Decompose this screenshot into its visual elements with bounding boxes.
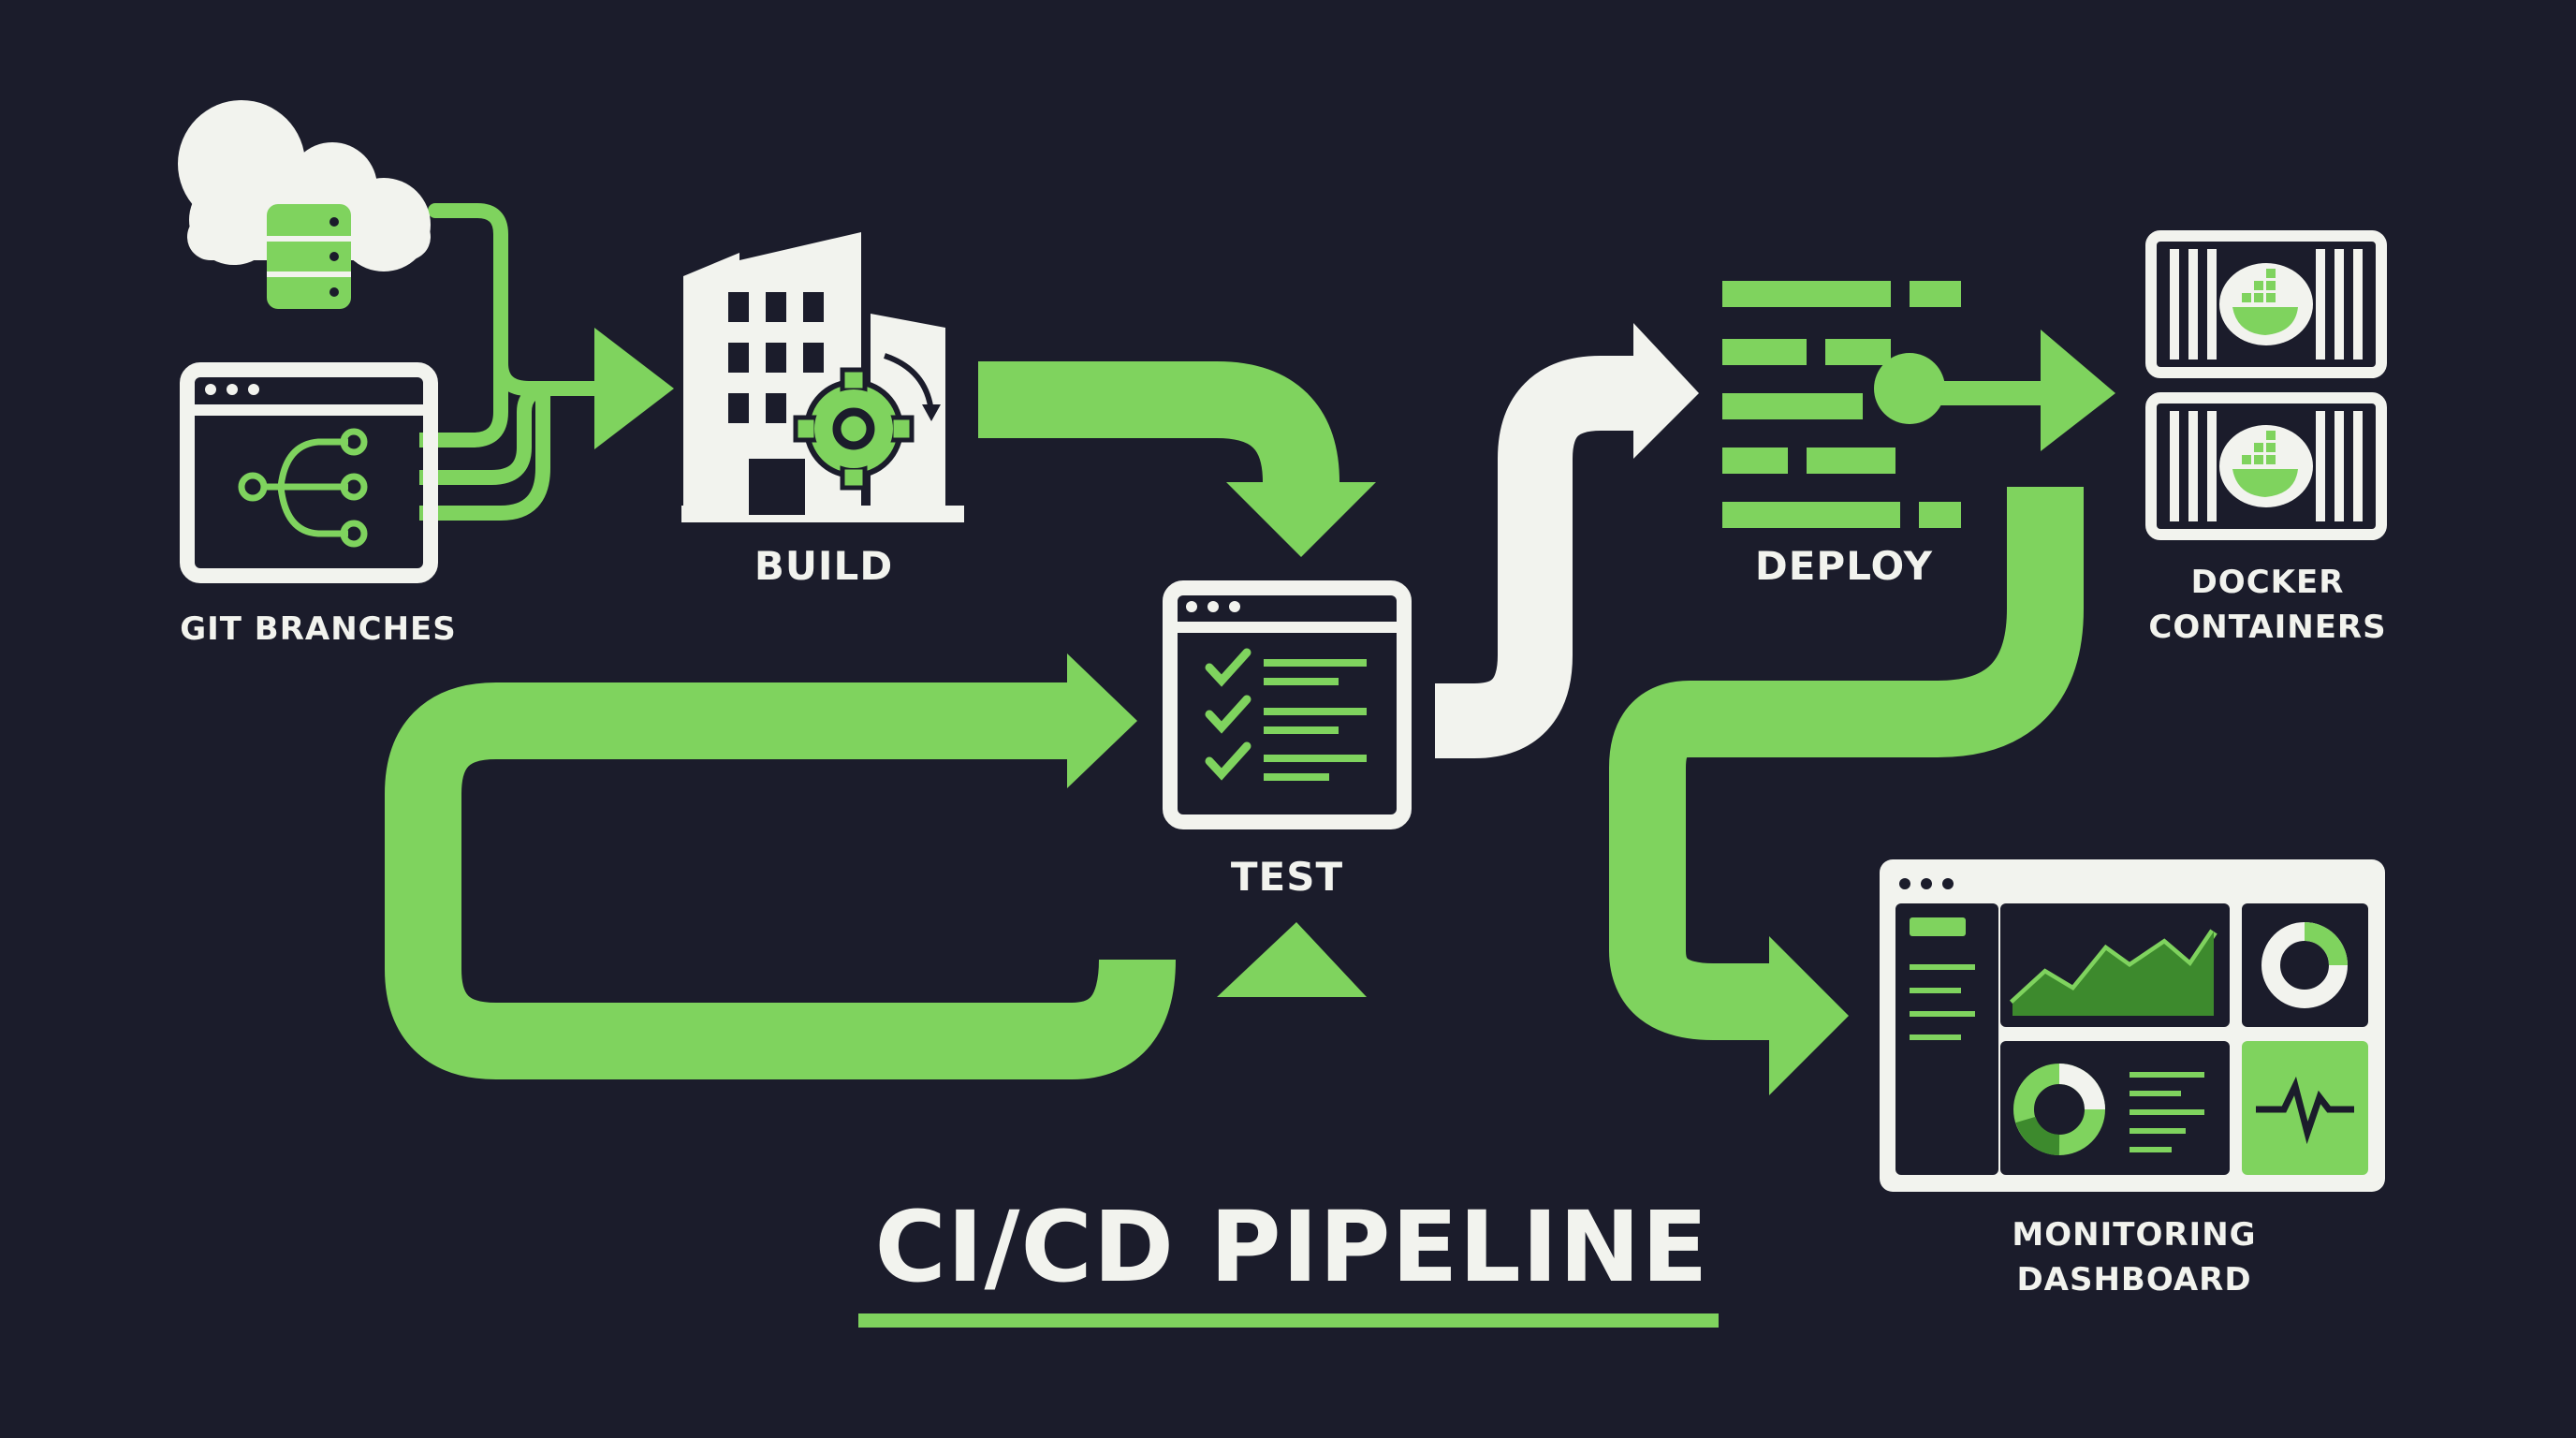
docker-container-top	[2145, 230, 2387, 378]
monitoring-label-line2: DASHBOARD	[2016, 1261, 2252, 1299]
docker-container-bottom	[2145, 392, 2387, 540]
git-branches-label: GIT BRANCHES	[180, 610, 457, 648]
browser-window-icon	[180, 362, 438, 583]
build-label: BUILD	[754, 543, 894, 589]
test-label: TEST	[1230, 854, 1344, 900]
feedback-loop-arrow	[385, 653, 1367, 1079]
docker-label-line1: DOCKER	[2190, 564, 2345, 601]
dashboard-icon	[1880, 859, 2385, 1192]
git-to-build-connector	[419, 203, 674, 521]
test-to-deploy-arrow	[1435, 323, 1699, 758]
deploy-bars-icon	[1722, 281, 1961, 528]
build-to-test-arrow	[978, 361, 1376, 557]
database-icon	[267, 204, 351, 309]
title-underline	[858, 1313, 1719, 1328]
gear-icon	[793, 353, 941, 491]
checklist-window-icon	[1163, 580, 1412, 829]
page-title: CI/CD PIPELINE	[874, 1190, 1709, 1304]
deploy-to-monitoring-arrow	[1609, 487, 2084, 1095]
docker-whale-icon	[2219, 425, 2313, 507]
docker-label-line2: CONTAINERS	[2148, 609, 2387, 646]
deploy-to-docker-arrow	[1874, 330, 2115, 451]
deploy-label: DEPLOY	[1754, 543, 1934, 589]
docker-whale-icon	[2219, 263, 2313, 345]
monitoring-label-line1: MONITORING	[2012, 1216, 2257, 1254]
docker-containers-label: DOCKER CONTAINERS	[2125, 560, 2410, 650]
monitoring-dashboard-label: MONITORING DASHBOARD	[1984, 1212, 2284, 1302]
building-icon	[681, 232, 964, 522]
branch-icon	[238, 428, 368, 548]
